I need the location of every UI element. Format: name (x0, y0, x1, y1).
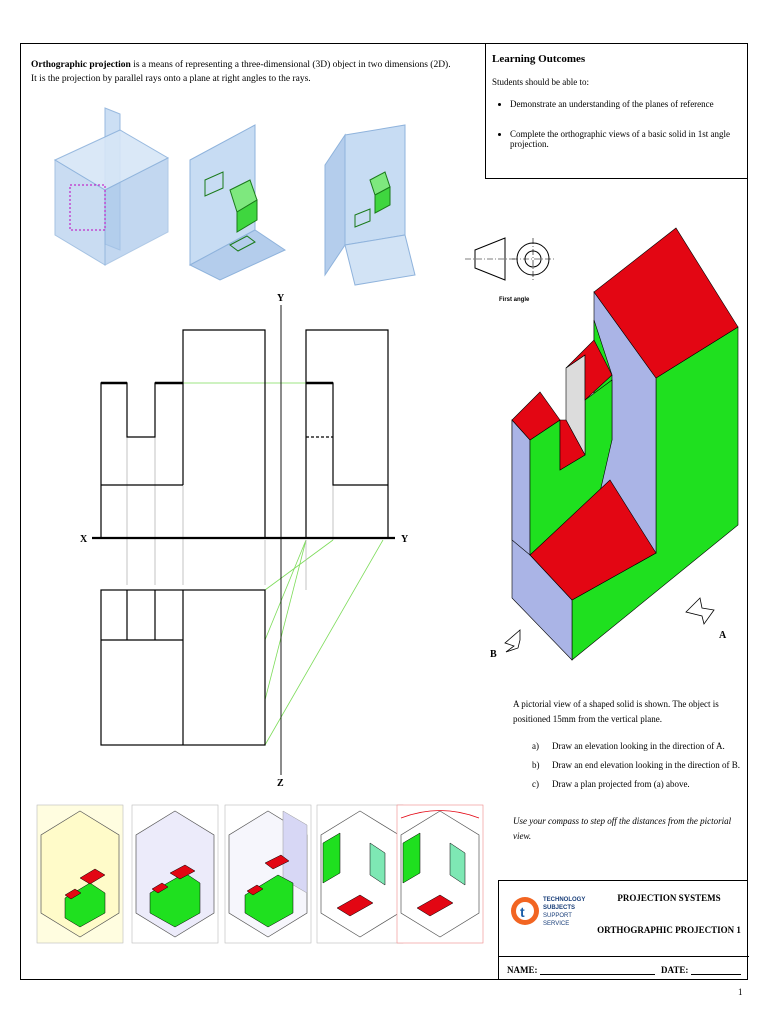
end-elevation (305, 329, 389, 538)
projection-lines (183, 382, 384, 746)
intro-bold-term: Orthographic projection (31, 60, 131, 70)
label-x: X (80, 534, 88, 545)
step-3 (224, 804, 312, 944)
logo-line-2: SUBJECTS (543, 905, 575, 911)
learning-outcomes-list: Demonstrate an understanding of the plan… (492, 99, 742, 149)
date-label: DATE: (661, 965, 689, 975)
first-angle-symbol (465, 237, 554, 281)
task-item-label: a) (532, 741, 539, 751)
step-4 (316, 804, 404, 944)
planes-illustration-1 (53, 107, 170, 266)
step-1 (36, 804, 124, 944)
title-block-titles: PROJECTION SYSTEMS ORTHOGRAPHIC PROJECTI… (594, 893, 744, 957)
learning-outcome-item: Demonstrate an understanding of the plan… (510, 99, 742, 109)
ray-lines (126, 437, 334, 590)
title-block: t TECHNOLOGY SUBJECTS SUPPORT SERVICE PR… (498, 880, 749, 982)
intro-line2: It is the projection by parallel rays on… (31, 74, 311, 84)
intro-text: Orthographic projection is a means of re… (31, 58, 471, 86)
arrow-b-icon (504, 629, 521, 653)
step-2 (131, 804, 219, 944)
name-date-bar: NAME: DATE: (499, 956, 749, 982)
front-elevation (100, 329, 266, 538)
learning-outcome-item: Complete the orthographic views of a bas… (510, 129, 742, 149)
planes-illustration-2 (188, 124, 287, 281)
title-projection-systems: PROJECTION SYSTEMS (617, 893, 721, 903)
name-field[interactable]: NAME: (507, 965, 655, 975)
label-a: A (719, 630, 727, 641)
first-angle-caption: First angle (499, 297, 530, 303)
label-b: B (490, 649, 497, 660)
task-item-label: c) (532, 779, 539, 789)
task-description: A pictorial view of a shaped solid is sh… (513, 699, 719, 724)
task-text: A pictorial view of a shaped solid is sh… (513, 697, 745, 844)
label-y-right: Y (401, 534, 409, 545)
logo-line-1: TECHNOLOGY (543, 897, 585, 903)
learning-outcomes-intro: Students should be able to: (492, 77, 589, 87)
learning-outcomes-title: Learning Outcomes (492, 53, 586, 65)
task-item-label: b) (532, 760, 540, 770)
logo-line-3: SUPPORT (543, 913, 572, 919)
label-z: Z (277, 778, 284, 789)
plan-view (100, 589, 266, 746)
task-item-text: Draw an end elevation looking in the dir… (552, 760, 740, 770)
planes-illustration-3 (324, 124, 416, 286)
step-sequence (36, 804, 484, 944)
tsss-logo: t TECHNOLOGY SUBJECTS SUPPORT SERVICE (511, 897, 585, 927)
task-note: Use your compass to step off the distanc… (513, 816, 732, 841)
task-item: a) Draw an elevation looking in the direc… (513, 739, 745, 754)
task-list: a) Draw an elevation looking in the direc… (513, 739, 745, 792)
date-field[interactable]: DATE: (661, 965, 741, 975)
intro-line1: is a means of representing a three-dimen… (130, 60, 451, 70)
logo-line-4: SERVICE (543, 921, 569, 927)
name-label: NAME: (507, 965, 538, 975)
task-item: b) Draw an end elevation looking in the d… (513, 758, 745, 773)
page-number: 1 (738, 987, 743, 997)
svg-text:t: t (520, 904, 525, 920)
task-item-text: Draw a plan projected from (a) above. (552, 779, 690, 789)
label-y-top: Y (277, 293, 285, 304)
task-item: c) Draw a plan projected from (a) above. (513, 777, 745, 792)
task-item-text: Draw an elevation looking in the directi… (552, 741, 725, 751)
page-frame (20, 43, 748, 980)
title-orthographic-projection: ORTHOGRAPHIC PROJECTION 1 (597, 925, 741, 935)
step-5 (396, 804, 484, 944)
arrow-a-icon (685, 597, 715, 625)
learning-outcomes-box: Learning Outcomes Students should be abl… (485, 43, 748, 179)
